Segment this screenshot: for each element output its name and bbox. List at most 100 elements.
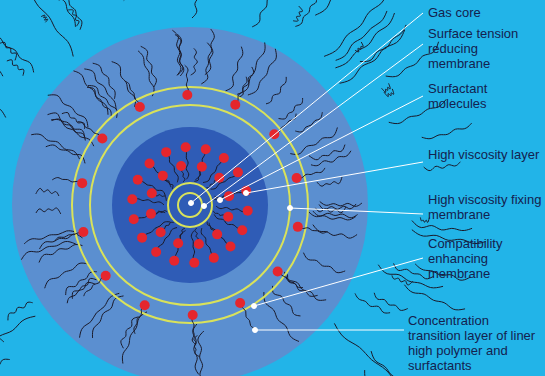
- polymer-chain: [41, 15, 48, 22]
- callout-label: High viscosity fixing membrane: [428, 192, 543, 222]
- surfactant-head: [156, 227, 166, 237]
- surfactant-head: [219, 153, 229, 163]
- surfactant-head: [292, 173, 302, 183]
- leader-line: [220, 96, 423, 200]
- polymer-chain: [394, 263, 434, 278]
- polymer-chain: [118, 0, 128, 1]
- surfactant-head: [135, 102, 145, 112]
- surfactant-head: [188, 310, 198, 320]
- surfactant-head: [243, 206, 253, 216]
- polymer-chain: [21, 241, 75, 259]
- polymer-chain: [392, 275, 413, 285]
- surfactant-head: [237, 225, 247, 235]
- surfactant-head: [233, 167, 243, 177]
- surfactant-heads: [77, 90, 303, 320]
- polymer-chain: [288, 274, 318, 296]
- polymer-chain: [194, 336, 199, 357]
- surfactant-head: [230, 100, 240, 110]
- leader-line: [191, 13, 423, 203]
- polymer-chain: [404, 285, 465, 310]
- polymer-chain: [0, 42, 17, 60]
- leader-dot: [288, 206, 293, 211]
- polymer-chain: [315, 0, 360, 15]
- polymer-chain: [334, 323, 414, 376]
- surfactant-head: [176, 161, 186, 171]
- callout-label: Gas core: [428, 5, 543, 20]
- polymer-chain: [0, 316, 35, 362]
- polymer-chain: [122, 312, 147, 364]
- polymer-chain: [46, 145, 85, 163]
- polymer-chain: [0, 338, 4, 348]
- polymer-chain: [84, 69, 116, 109]
- leader-line: [255, 330, 404, 331]
- surfactant-tail: [209, 223, 232, 245]
- surfactant-head: [78, 227, 88, 237]
- polymer-chain: [248, 49, 277, 95]
- surfactant-head: [127, 194, 137, 204]
- surfactant-head: [189, 258, 199, 268]
- surfactant-tail: [279, 270, 303, 288]
- tension-membrane: [168, 183, 212, 227]
- surfactant-head: [133, 175, 143, 185]
- polymer-chain: [0, 46, 3, 77]
- polymer-chain: [51, 119, 94, 146]
- leader-dot: [218, 198, 223, 203]
- surfactant-head: [173, 238, 183, 248]
- surfactant-head: [140, 300, 150, 310]
- transition-layer: [12, 27, 368, 376]
- polymer-chain: [74, 71, 109, 115]
- polymer-chain: [424, 162, 461, 171]
- polymer-chain: [67, 282, 95, 303]
- polymer-chain: [48, 113, 85, 138]
- polymer-chain: [35, 0, 59, 1]
- callout-label: Compatibility enhancing membrane: [428, 236, 543, 281]
- surfactant-head: [147, 188, 157, 198]
- surfactant-head: [161, 147, 171, 157]
- surfactant-tail: [148, 165, 171, 187]
- polymer-chain: [295, 0, 316, 26]
- surfactant-tail: [143, 222, 170, 239]
- leader-line: [246, 162, 423, 193]
- surfactant-head: [158, 171, 168, 181]
- polymer-chain: [198, 331, 205, 376]
- polymer-chain: [141, 46, 157, 87]
- polymer-chain: [36, 208, 61, 214]
- surfactant-head: [197, 162, 207, 172]
- leader-line: [290, 208, 423, 214]
- polymer-chain: [7, 60, 24, 76]
- callout-label: Concentration transition layer of liner …: [408, 313, 543, 373]
- polymer-chain: [92, 296, 123, 338]
- polymer-chain: [226, 47, 243, 91]
- surfactant-head: [129, 214, 139, 224]
- polymer-chain: [360, 25, 406, 62]
- surfactant-head: [235, 298, 245, 308]
- polymer-chain: [422, 123, 472, 139]
- polymer-chain: [36, 188, 59, 196]
- polymer-chain: [355, 293, 390, 313]
- surfactant-head: [101, 271, 111, 281]
- polymer-chain: [382, 83, 391, 92]
- leader-dot: [252, 304, 257, 309]
- polymer-chain: [205, 29, 214, 75]
- polymer-chain: [252, 0, 271, 27]
- surfactant-head: [146, 209, 156, 219]
- polymer-chain: [279, 98, 303, 119]
- surfactant-head: [169, 256, 179, 266]
- surfactant-molecules: [52, 65, 327, 345]
- surfactant-head: [194, 239, 204, 249]
- polymer-chain: [45, 263, 89, 288]
- polymer-chain: [31, 134, 79, 159]
- surfactant-head: [223, 212, 233, 222]
- fixing-membrane: [90, 105, 290, 305]
- polymer-chain: [412, 221, 472, 231]
- polymer-chain: [88, 86, 117, 118]
- leader-lines: [189, 13, 424, 333]
- polymer-chain: [365, 370, 400, 376]
- polymer-chain: [336, 11, 387, 60]
- surfactant-head: [224, 191, 234, 201]
- polymer-chain: [0, 88, 6, 118]
- surfactant-head: [137, 233, 147, 243]
- surfactant-head: [145, 158, 155, 168]
- polymer-chain: [374, 293, 408, 311]
